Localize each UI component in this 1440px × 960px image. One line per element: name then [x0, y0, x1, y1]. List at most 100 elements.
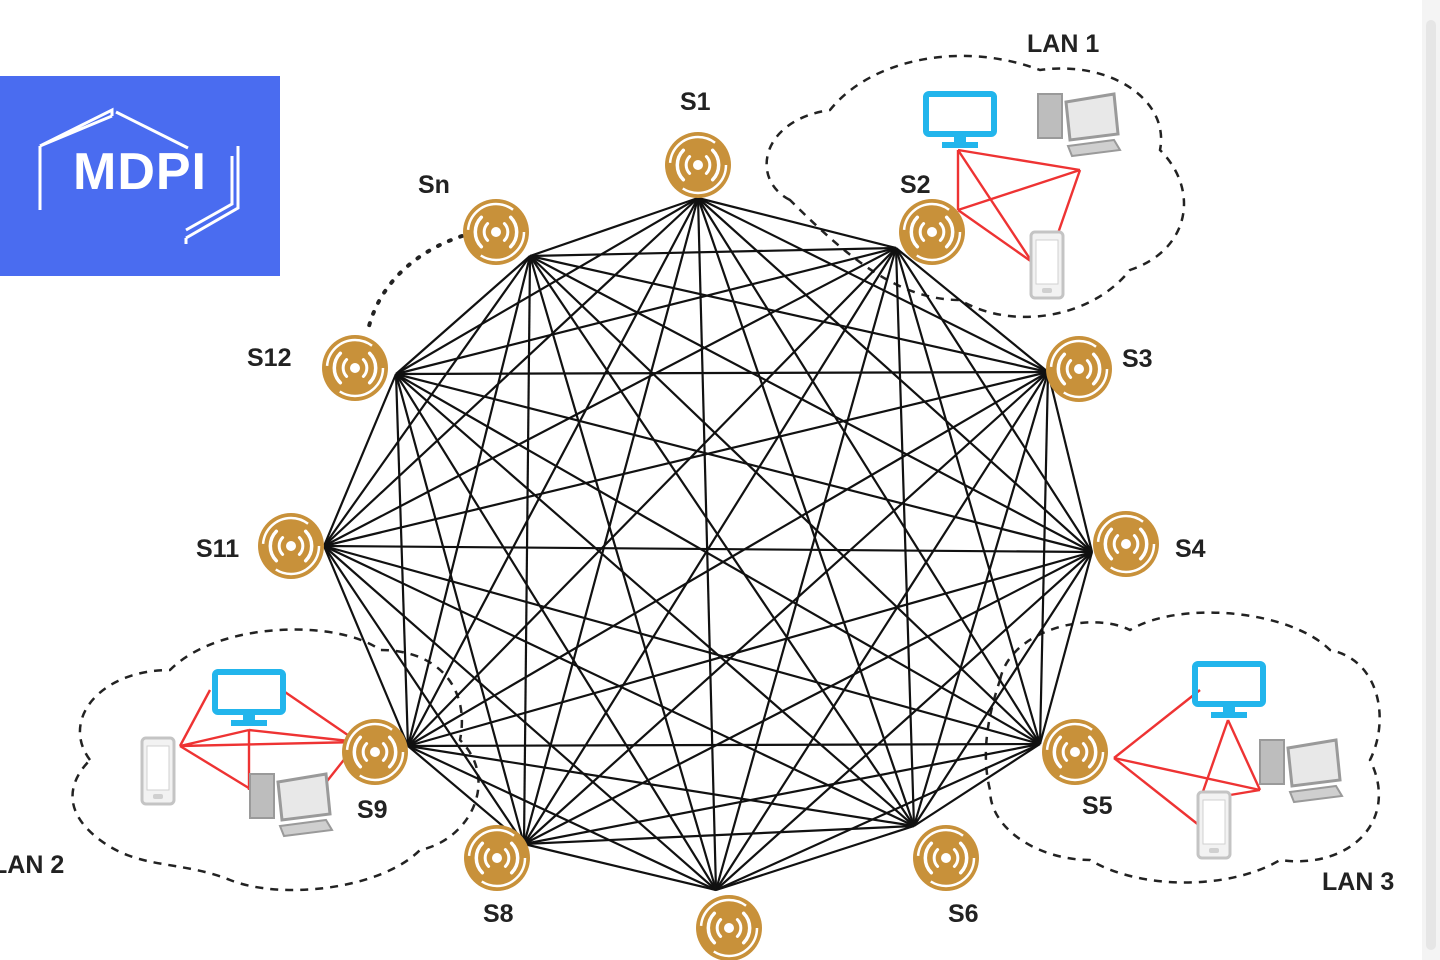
node-label-s3: S3 [1122, 345, 1153, 373]
edge-s5-s6 [913, 743, 1041, 827]
wireless-node-icon-s8 [464, 825, 530, 891]
edge-s8-s12 [394, 373, 526, 845]
edge-s3-s4 [1046, 371, 1094, 553]
wireless-node-icon-s5 [1042, 719, 1108, 785]
edge-s3-s9 [407, 371, 1049, 747]
lan-label-2: LAN 2 [0, 851, 64, 879]
wireless-node-icon-s2 [899, 199, 965, 265]
edge-s4-s6 [913, 551, 1093, 827]
edge-s3-s12 [395, 370, 1049, 376]
edge-s1-s4 [697, 197, 1093, 553]
edge-s1-s2 [697, 196, 897, 250]
lan3-desktop-computer-icon [1259, 738, 1344, 804]
edge-s11-s12 [322, 373, 398, 547]
logo-text: MDPI [73, 143, 207, 201]
mdpi-logo[interactable]: MDPI [0, 76, 280, 276]
edge-s12-sn [395, 255, 531, 375]
lan3-link-hub-phone [1113, 757, 1201, 827]
edge-s6-s8 [523, 824, 915, 846]
edge-s1-s11 [323, 197, 699, 547]
edge-s8-s11 [323, 545, 525, 845]
edge-s7-s9 [407, 745, 717, 891]
lan-label-3: LAN 3 [1322, 868, 1394, 896]
edge-s9-sn [406, 255, 532, 747]
lan1-link-hub-desk [957, 168, 1081, 212]
vertical-scrollbar[interactable] [1422, 0, 1440, 960]
lan2-desktop-computer-icon [249, 772, 334, 838]
lan1-mobile-phone-icon [1029, 230, 1065, 300]
wireless-node-icon-s1 [665, 132, 731, 198]
edge-s2-sn [529, 246, 897, 258]
lan-devices [140, 91, 1344, 860]
lan3-link-hub-desk [1113, 756, 1261, 792]
lan2-link-phone-mon [179, 728, 250, 748]
lan2-link-mon-hub [248, 728, 359, 744]
lan2-link-phone-desk [179, 744, 253, 792]
edge-s2-s3 [895, 247, 1049, 373]
edge-s3-sn [529, 254, 1049, 374]
edge-s7-s8 [523, 842, 717, 892]
edge-s3-s8 [523, 371, 1049, 845]
edge-s5-s7 [715, 742, 1041, 892]
wireless-node-icon-s12 [322, 335, 388, 401]
edge-s7-sn [528, 255, 718, 891]
lan2-link-phone-hub [179, 740, 359, 748]
wireless-node-icon-s6 [913, 825, 979, 891]
edge-s1-sn [529, 196, 699, 258]
edge-s2-s7 [714, 247, 898, 891]
edge-s2-s9 [407, 247, 897, 747]
lan2-link-mon-phone2 [178, 689, 212, 747]
node-label-s8: S8 [483, 900, 514, 928]
lan1-cloud [765, 54, 1186, 319]
lan1-desktop-computer-icon [1037, 92, 1122, 158]
edge-s9-s12 [394, 373, 410, 747]
edge-s4-s9 [407, 550, 1093, 748]
lan3-link-mon-desk [1226, 719, 1262, 791]
edge-s5-s8 [523, 742, 1041, 846]
edge-s5-s11 [323, 544, 1041, 746]
lan3-link-mon-phone [1198, 719, 1230, 801]
wireless-node-icon-s3 [1046, 336, 1112, 402]
edge-s8-sn [522, 255, 532, 845]
edge-s3-s7 [715, 371, 1049, 891]
scrollbar-thumb[interactable] [1426, 20, 1436, 950]
edge-s7-s12 [395, 373, 717, 891]
node-label-s11: S11 [196, 535, 239, 563]
dotted-arc [366, 234, 464, 332]
edge-s2-s11 [323, 247, 897, 547]
lan2-cloud [71, 628, 480, 892]
edge-s5-s12 [395, 373, 1041, 745]
edge-s6-s9 [407, 744, 915, 828]
edge-s2-s6 [894, 247, 916, 827]
lan2-monitor-icon [212, 669, 286, 726]
node-label-sn: Sn [418, 171, 450, 199]
edge-s1-s12 [395, 197, 699, 375]
lan-clouds [71, 54, 1381, 892]
edge-s5-s9 [407, 742, 1041, 748]
edge-s1-s5 [697, 197, 1041, 745]
lan-label-1: LAN 1 [1027, 30, 1099, 58]
wireless-nodes [258, 132, 1159, 960]
wireless-node-icon-s9 [342, 719, 408, 785]
edge-s4-sn [529, 255, 1093, 553]
edge-s7-s11 [323, 545, 717, 891]
wireless-node-icon-s11 [258, 513, 324, 579]
mesh-edges [322, 196, 1094, 892]
edge-s1-s7 [696, 197, 718, 891]
edge-s1-s9 [407, 197, 699, 747]
edge-s3-s6 [912, 371, 1050, 827]
edge-s4-s8 [523, 551, 1093, 845]
edge-s3-s5 [1038, 371, 1050, 745]
lan1-link-mon-desk [957, 148, 1081, 172]
lan3-cloud [984, 611, 1381, 884]
edge-s2-s12 [395, 246, 897, 376]
edge-s6-sn [529, 255, 915, 827]
edge-s1-s8 [522, 197, 700, 845]
node-label-s6: S6 [948, 900, 979, 928]
lan2-link-mon-hub2 [281, 689, 359, 743]
lan1-link-hub-phone [957, 209, 1033, 263]
edge-s6-s7 [715, 824, 915, 892]
edge-s2-s4 [895, 247, 1093, 553]
